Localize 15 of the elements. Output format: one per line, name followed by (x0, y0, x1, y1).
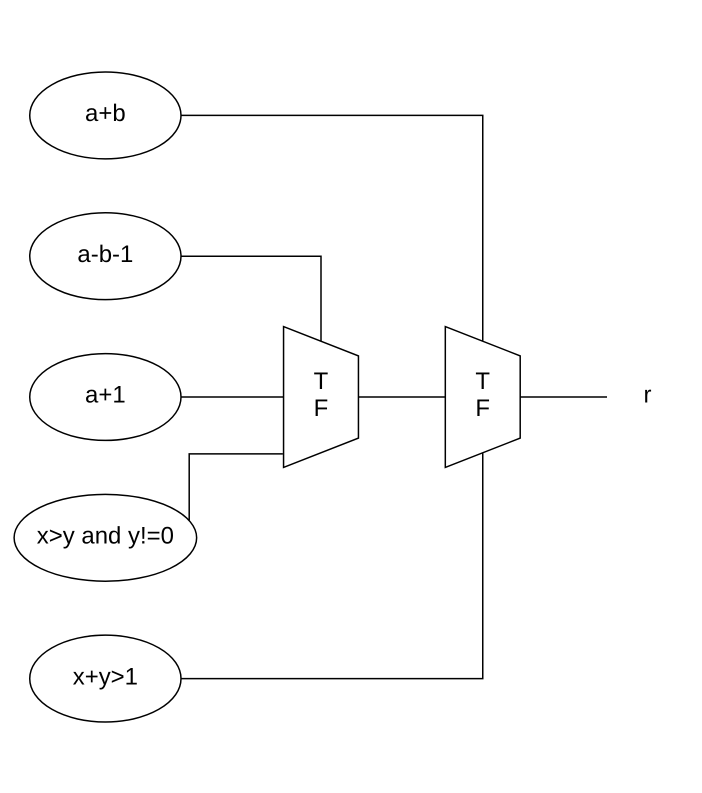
node-box: T F (282, 325, 360, 468)
node-text: r (644, 381, 652, 408)
node-ellipse: a-b-1 (28, 212, 182, 300)
node-box: T F (444, 325, 521, 468)
connector (181, 452, 484, 679)
connector (520, 396, 607, 398)
connector (181, 254, 322, 340)
node-ellipse: a+b (28, 70, 182, 160)
connector (181, 114, 484, 340)
connector (188, 452, 283, 520)
connector (181, 396, 284, 398)
connector (358, 396, 445, 398)
node-ellipse: a+1 (28, 352, 182, 441)
node-ellipse: x>y and y!=0 (13, 493, 198, 582)
node-ellipse: x+y>1 (28, 634, 182, 722)
